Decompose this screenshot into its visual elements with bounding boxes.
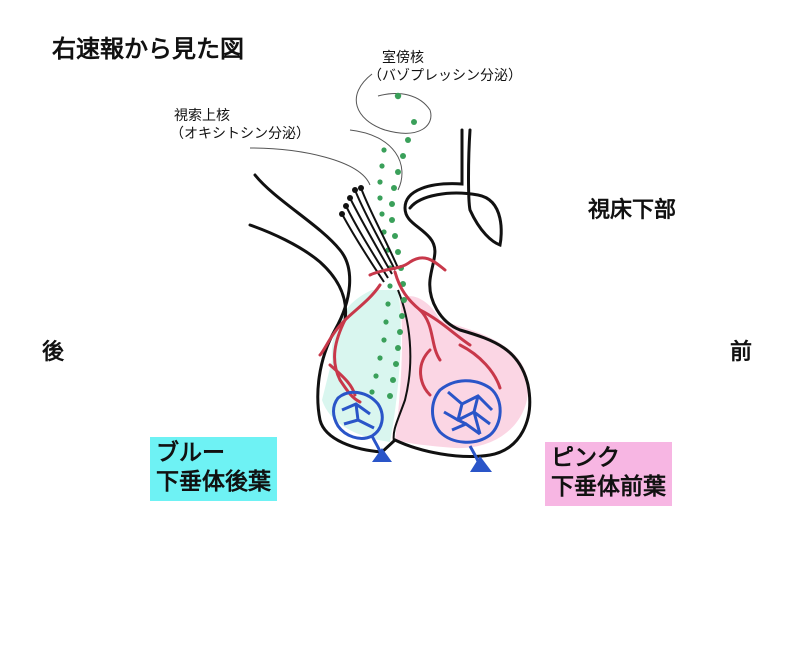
anterior-direction-label: 前: [730, 340, 753, 365]
paraventricular-label: 室傍核: [382, 50, 424, 66]
supraoptic-sublabel: （オキシトシン分泌）: [170, 126, 310, 142]
blood-vessels: [318, 256, 502, 404]
legend-anterior-lobe-name: 下垂体前葉: [551, 473, 666, 500]
neuron-somata: [339, 185, 364, 217]
legend-posterior-lobe-name: 下垂体後葉: [156, 468, 271, 495]
paraventricular-sublabel: （バゾプレッシン分泌）: [368, 68, 522, 84]
leader-supraoptic: [249, 147, 371, 186]
hypothalamus-label: 視床下部: [588, 198, 677, 223]
stalk-outline: [248, 223, 348, 322]
legend-anterior-lobe: ピンク 下垂体前葉: [545, 442, 672, 506]
vein-outlets: [372, 448, 492, 472]
leader-paraventricular: [355, 73, 432, 134]
page-title: 右速報から見た図: [52, 35, 244, 63]
leader-supraoptic-2: [349, 129, 403, 191]
portal-capillary-network-anterior: [431, 379, 502, 467]
lobe-divider: [392, 289, 412, 443]
supraoptic-label: 視索上核: [174, 108, 230, 124]
anterior-lobe-fill: [395, 296, 529, 449]
legend-anterior-color-name: ピンク: [551, 445, 620, 471]
posterior-direction-label: 後: [42, 340, 65, 365]
legend-posterior-lobe: ブルー 下垂体後葉: [150, 437, 277, 501]
legend-posterior-color-name: ブルー: [156, 440, 225, 466]
hypothalamus-outline: [408, 128, 503, 248]
neuron-fibers: [341, 187, 399, 283]
nerve-tract-dots: [369, 92, 417, 399]
